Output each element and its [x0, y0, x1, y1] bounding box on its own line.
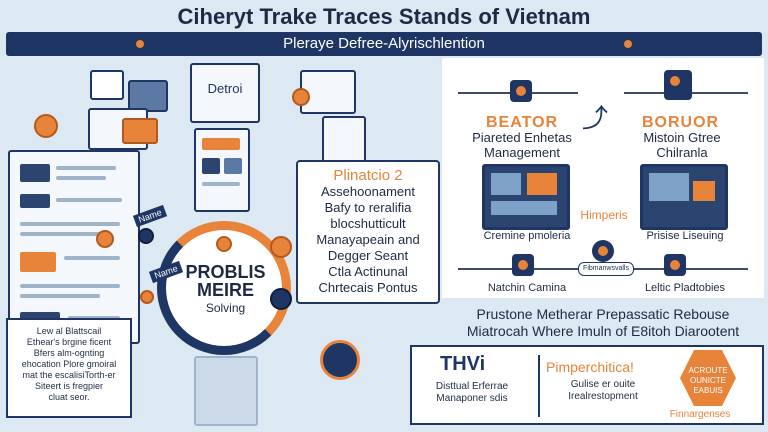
note-card: Lew al Blattscail Ethear's brgine ficent… [6, 318, 132, 418]
badge-line: ACROUTE [688, 366, 728, 375]
media-icon [664, 254, 686, 276]
circle-line1: PROBLIS [185, 262, 266, 282]
monitor-label: Detroi [207, 81, 243, 96]
right-sub-line: Chilranla [656, 145, 708, 160]
bubble-line: Manayapeain and [316, 232, 420, 247]
banner: Pleraye Defree-Alyrischlention [6, 32, 762, 56]
star-icon [292, 88, 310, 106]
pin-icon [140, 290, 154, 304]
lightbulb-icon [592, 240, 614, 262]
chart-icon [512, 254, 534, 276]
bottom-right-caption: Leltic Pladtobies [644, 282, 726, 294]
left-sub-line: Management [484, 145, 560, 160]
right-subheading: Mistoin Gtree Chilranla [612, 130, 752, 160]
bubble-heading: Plinatcio 2 [333, 167, 403, 184]
note-line: ehocation Plore gmoiral [21, 359, 117, 369]
document-card [8, 150, 140, 344]
building-icon [138, 228, 154, 244]
wallet-icon [510, 80, 532, 102]
left-illustration: Detroi PROBLIS MEIRE Solving Name Name L… [0, 58, 440, 430]
left-sub-line: Piareted Enhetas [472, 130, 572, 145]
gear-icon [34, 114, 58, 138]
office-photo-right [640, 164, 728, 230]
bottom-left-heading: THVi [440, 353, 486, 375]
bubble-line: Degger Seant [327, 248, 409, 263]
right-panel: ⤴ BEATOR Piareted Enhetas Management BOR… [442, 58, 764, 298]
circle-label: PROBLIS MEIRE Solving [168, 263, 283, 315]
bubble-line: Assehoonament [321, 184, 415, 199]
right-heading: BORUOR [642, 114, 720, 131]
office-photo-left [482, 164, 570, 230]
left-heading: BEATOR [486, 114, 559, 131]
hexagon-icon [270, 236, 292, 258]
arrow-icon: ⤴ [582, 103, 609, 133]
center-label: Himperis [580, 208, 628, 222]
bitcoin-icon [216, 236, 232, 252]
banner-text: Pleraye Defree-Alyrischlention [283, 35, 485, 52]
photo-left-caption: Cremine pmoleria [483, 230, 571, 242]
note-line: Siteert is fregpier [34, 381, 104, 391]
note-line: Bfers alm-ognting [33, 348, 105, 358]
vertical-divider [538, 355, 540, 417]
circle-line2: MEIRE [196, 280, 254, 300]
info-bubble: Plinatcio 2 Assehoonament Bafy to rerali… [296, 160, 440, 304]
divider-line [632, 268, 748, 270]
dashboard-card [194, 128, 250, 212]
bubble-line: Ctla Actinunal [328, 264, 408, 279]
pill-label: Fibmanwsvalls [578, 262, 634, 276]
banner-dot-icon [624, 40, 632, 48]
photo-right-caption: Prisise Liseuing [646, 230, 724, 242]
note-line: cluat seor. [48, 392, 90, 402]
bottom-mid-line: Gulise er ouite [570, 379, 636, 390]
left-subheading: Piareted Enhetas Management [452, 130, 592, 160]
bottom-mid-line: Irealrestopment [568, 391, 638, 402]
monitor: Detroi [190, 63, 260, 123]
shop-icon [664, 70, 692, 100]
circle-line3: Solving [205, 301, 246, 315]
badge-line: OUNICTE [690, 376, 726, 385]
badge-line: EABUIS [693, 386, 723, 395]
note-line: mat the escalisiTorth-er [22, 370, 116, 380]
bottom-left-line: Disttual Erferrae [435, 381, 509, 392]
bottom-mid-heading: Pimperchitica! [546, 359, 634, 375]
bubble-line: Chrtecais Pontus [318, 280, 418, 295]
problem-solving-circle [157, 221, 291, 355]
dollar-coin-icon [96, 230, 114, 248]
bottom-mid-sub: Gulise er ouite Irealrestopment [546, 379, 660, 403]
robot-icon [320, 340, 360, 380]
photo-card [128, 80, 168, 112]
bottom-right-caption: Finnargenses [669, 409, 731, 420]
page-title: Ciheryt Trake Traces Stands of Vietnam [177, 4, 591, 29]
middle-line: Prustone Metherar Prepassatic Rebouse [476, 306, 730, 322]
bottom-left-sub: Disttual Erferrae Manaponer sdis [422, 381, 522, 405]
note-line: Ethear's brgine ficent [26, 337, 112, 347]
bubble-line: blocshutticult [330, 216, 406, 231]
gear-icon [270, 288, 292, 310]
note-line: Lew al Blattscail [36, 326, 102, 336]
chat-card [122, 118, 158, 144]
right-sub-line: Mistoin Gtree [643, 130, 721, 145]
banner-dot-icon [136, 40, 144, 48]
middle-caption: Prustone Metherar Prepassatic Rebouse Mi… [442, 306, 764, 340]
bottom-left-line: Manaponer sdis [436, 393, 508, 404]
calendar-card [90, 70, 124, 100]
server-tower [194, 356, 258, 426]
bubble-line: Bafy to reralifia [324, 200, 412, 215]
bottom-left-caption: Natchin Camina [487, 282, 567, 294]
middle-line: Miatrocah Where Imuln of E8itoh Diaroote… [466, 323, 740, 339]
